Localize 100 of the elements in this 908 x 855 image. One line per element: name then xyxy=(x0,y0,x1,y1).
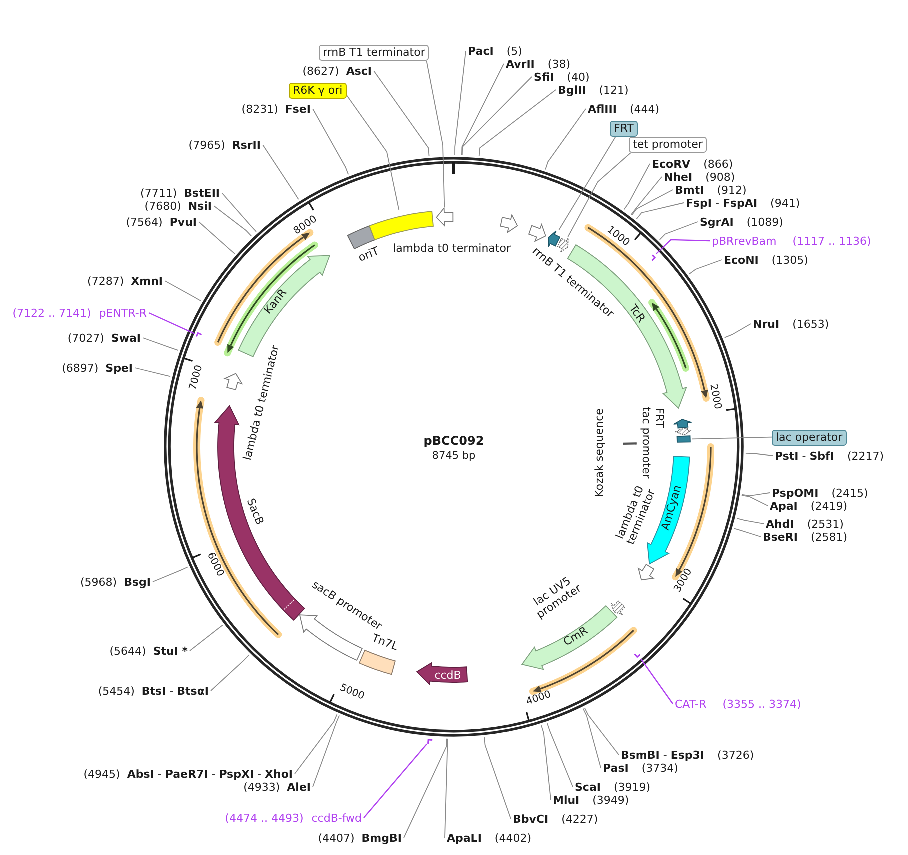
cut-position: (7711) xyxy=(140,186,178,200)
enzyme-name: BstEII xyxy=(184,186,220,200)
enzyme-name: MluI xyxy=(553,794,580,806)
cut-position: (4933) xyxy=(244,780,280,794)
enzyme-name: PspOMI xyxy=(772,486,819,500)
cut-position: (1653) xyxy=(792,318,830,330)
primer-position: (1117 .. 1136) xyxy=(792,234,872,248)
enzyme-name: XmnI xyxy=(131,274,163,288)
enzyme-name: BtsI - BtsαI xyxy=(142,684,209,698)
leader-line xyxy=(364,744,428,818)
enzyme-name: AbsI - PaeR7I - PspXI - XhoI xyxy=(127,768,293,780)
feature-label: CmR xyxy=(562,625,590,649)
cut-position: (866) xyxy=(704,158,734,170)
primer-position: (3355 .. 3374) xyxy=(722,698,802,710)
cut-position: (7287) xyxy=(88,274,124,288)
cut-position: (4407) xyxy=(318,832,355,844)
cut-position: (941) xyxy=(770,196,800,210)
tick-label: 5000 xyxy=(338,683,366,702)
enzyme-name: SwaI xyxy=(111,332,141,344)
primer-position: (7122 .. 7141) xyxy=(12,306,92,320)
leader-line xyxy=(404,738,448,838)
leader-line xyxy=(312,108,350,176)
primer-name: CAT-R xyxy=(675,698,707,710)
cut-position: (1305) xyxy=(772,254,808,266)
feature-label: lambda t0 terminator xyxy=(393,243,511,255)
enzyme-name: NheI xyxy=(664,170,693,184)
tick-label: 4000 xyxy=(525,690,552,708)
leader-line xyxy=(484,736,512,820)
leader-line xyxy=(164,280,202,302)
tick-label: 2000 xyxy=(708,383,722,410)
cut-position: (2419) xyxy=(810,500,848,512)
enzyme-name: PacI xyxy=(468,44,494,58)
enzyme-name: PvuI xyxy=(170,216,197,228)
cut-position: (38) xyxy=(548,58,570,70)
leader-line xyxy=(584,708,620,756)
enzyme-name: BsgI xyxy=(124,576,151,588)
leader-line xyxy=(462,76,532,156)
feature-label: rrnB T1 terminator xyxy=(319,45,430,61)
leader-line xyxy=(134,368,172,378)
leader-line xyxy=(294,714,338,774)
feature-label: tet promoter xyxy=(629,137,707,153)
primer-name: ccdB-fwd xyxy=(312,812,362,824)
cut-position: (5454) xyxy=(98,684,135,698)
enzyme-name: AvrII xyxy=(506,58,535,70)
enzyme-name: FseI xyxy=(285,102,311,116)
cut-position: (2217) xyxy=(847,450,884,462)
leader-line xyxy=(724,324,752,338)
leader-line xyxy=(742,492,770,497)
feature-label: lac operator xyxy=(772,430,847,446)
leader-line xyxy=(346,94,400,210)
primer-position: (4474 .. 4493) xyxy=(225,812,304,824)
cut-position: (3949) xyxy=(592,794,630,806)
leader-line xyxy=(545,108,586,170)
leader-line xyxy=(374,70,430,156)
cut-position: (908) xyxy=(706,170,736,184)
leader-line xyxy=(630,176,662,216)
feature-label: Tn7L xyxy=(370,632,400,654)
leader-line xyxy=(745,453,774,456)
cut-position: (40) xyxy=(567,70,590,84)
feature-label: ccdB xyxy=(434,670,462,682)
enzyme-name: AflIII xyxy=(588,102,617,116)
cut-position: (5644) xyxy=(110,644,146,658)
leader-line xyxy=(636,202,684,220)
tick-label: 7000 xyxy=(188,364,206,392)
leader-line xyxy=(262,144,300,200)
leader-line xyxy=(688,260,722,275)
leader-line xyxy=(582,708,602,768)
feature-label: R6K γ ori xyxy=(289,83,347,99)
enzyme-name: SpeI xyxy=(106,362,133,374)
cut-position: (8627) xyxy=(302,64,340,78)
leader-line xyxy=(547,723,574,788)
feature-label: FRT xyxy=(653,408,665,428)
leader-line xyxy=(478,90,556,157)
enzyme-name: BseRI xyxy=(763,530,798,544)
cut-position: (7564) xyxy=(126,216,163,228)
enzyme-name: AhdI xyxy=(766,518,794,530)
leader-line xyxy=(462,64,504,156)
enzyme-name: EcoNI xyxy=(724,254,759,266)
leader-line xyxy=(152,566,188,582)
tick-label: 6000 xyxy=(205,550,226,578)
leader-line xyxy=(426,60,446,208)
leader-line xyxy=(198,222,236,254)
leader-line xyxy=(734,528,762,538)
leader-line xyxy=(222,192,257,232)
cut-position: (121) xyxy=(599,84,629,96)
enzyme-name: NsiI xyxy=(188,200,212,212)
enzyme-name: AleI xyxy=(287,780,311,794)
leader-line xyxy=(568,152,632,238)
cut-position: (3734) xyxy=(642,762,678,774)
enzyme-name: NruI xyxy=(753,318,780,330)
cut-position: (7965) xyxy=(188,138,226,152)
leader-line xyxy=(656,239,710,254)
enzyme-name: BmtI xyxy=(675,184,704,196)
cut-position: (8231) xyxy=(242,102,278,116)
cut-position: (2531) xyxy=(807,518,844,530)
enzyme-name: PstI - SbfI xyxy=(775,450,834,462)
plasmid-name: pBCC092 xyxy=(424,434,484,448)
primer-name: pENTR-R xyxy=(99,306,147,320)
leader-line xyxy=(659,222,698,240)
cut-position: (4227) xyxy=(562,812,598,826)
